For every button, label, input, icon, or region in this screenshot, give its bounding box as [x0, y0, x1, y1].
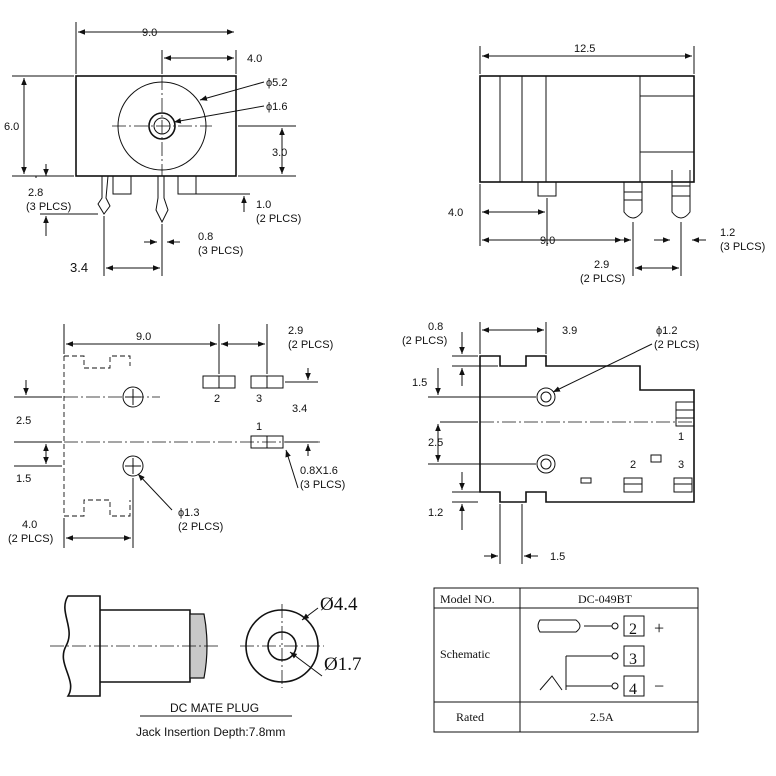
dim-side-pin-width: 1.2	[720, 227, 735, 239]
plug-tip	[189, 613, 208, 679]
pcb-dim-15: 1.5	[16, 473, 31, 485]
table-border	[433, 587, 699, 733]
front-pin-stub	[112, 175, 132, 195]
dim-side-offset: 4.0	[448, 207, 463, 219]
dim-side-pin-width-note: (3 PLCS)	[720, 241, 765, 253]
dim-pin-width: 1.0	[256, 199, 271, 211]
dim-pin-thickness: 0.8	[198, 231, 213, 243]
mate-plug: Ø4.4 Ø1.7 DC MATE PLUG Jack Insertion De…	[50, 594, 361, 739]
dim-pin-width-note: (2 PLCS)	[256, 213, 301, 225]
pcb-dim-25: 2.5	[16, 415, 31, 427]
dim-side-pin-space: 2.9	[594, 259, 609, 271]
pcb-pad-size: 0.8X1.6	[300, 465, 338, 477]
pcb-hole-dia: ϕ1.3	[178, 507, 199, 519]
dim-side-span: 9.0	[540, 235, 555, 247]
terminal-2: 2	[629, 621, 637, 638]
dim-outer-diameter: ϕ5.2	[266, 77, 287, 89]
side-view: 12.5 4.0 9.0 1.2 (3 PLCS) 2.9 (2 PLCS)	[448, 43, 765, 285]
pcb-pad-gap-note: (2 PLCS)	[288, 339, 333, 351]
pcb-pad-row: 3.4	[292, 403, 307, 415]
bottom-hole-note: (2 PLCS)	[654, 339, 699, 351]
bottom-view: 0.8 (2 PLCS) 3.9 ϕ1.2 (2 PLCS) 1.5 2.5 1…	[402, 321, 699, 564]
front-pin-stub	[177, 175, 197, 195]
bottom-pin-1	[675, 401, 695, 427]
terminal-3: 3	[629, 651, 637, 668]
plug-caption: DC MATE PLUG	[170, 701, 259, 715]
bottom-dim-15b: 1.5	[550, 551, 565, 563]
bottom-dim-25: 2.5	[428, 437, 443, 449]
bottom-pin-2	[623, 477, 643, 493]
minus-sign: −	[654, 676, 664, 696]
pcb-pad-gap: 2.9	[288, 325, 303, 337]
schematic-spring	[539, 675, 563, 691]
dim-pin-length-note: (3 PLCS)	[26, 201, 71, 213]
bottom-offset: 3.9	[562, 325, 577, 337]
side-post	[537, 181, 557, 197]
table-model-label: Model NO.	[440, 592, 495, 606]
dim-pin-length: 2.8	[28, 187, 43, 199]
schematic-pin	[537, 619, 581, 633]
side-step	[639, 95, 695, 153]
footprint-outline	[63, 355, 131, 517]
pcb-pad-label-1: 1	[256, 421, 262, 433]
dim-front-height: 6.0	[4, 121, 19, 133]
pcb-pad-size-note: (3 PLCS)	[300, 479, 345, 491]
pcb-left-note: (2 PLCS)	[8, 533, 53, 545]
bottom-body	[479, 355, 695, 503]
table-schematic-label: Schematic	[440, 647, 490, 661]
bottom-pin-label-2: 2	[630, 459, 636, 471]
pcb-pad-label-3: 3	[256, 393, 262, 405]
bottom-hole	[536, 454, 556, 474]
front-view: 9.0 4.0 ϕ5.2 ϕ1.6 6.0 3.0 2.8 (3 PLCS) 1…	[4, 22, 301, 276]
side-pin	[623, 182, 643, 219]
dim-front-width: 9.0	[142, 27, 157, 39]
plug-inner-diameter: Ø1.7	[324, 654, 361, 675]
pcb-layout: 9.0 2.9 (2 PLCS) 3.4 2.5 1.5 2 3 1 0.8X1…	[8, 324, 345, 548]
plug-insertion-depth: Jack Insertion Depth:7.8mm	[136, 725, 285, 739]
dim-pin-thickness-note: (3 PLCS)	[198, 245, 243, 257]
dim-front-offset: 4.0	[247, 53, 262, 65]
bottom-hole-dia: ϕ1.2	[656, 325, 677, 337]
dim-side-pin-space-note: (2 PLCS)	[580, 273, 625, 285]
dim-center-height: 3.0	[272, 147, 287, 159]
plug-handle	[62, 595, 101, 697]
plus-sign: +	[654, 618, 664, 638]
dim-pin-spacing: 3.4	[70, 260, 88, 275]
front-body	[75, 75, 237, 177]
spec-table: Model NO. DC-049BT Schematic Rated 2.5A …	[433, 587, 699, 733]
bottom-dim-15: 1.5	[412, 377, 427, 389]
bottom-notch: 0.8	[428, 321, 443, 333]
plug-outer-diameter: Ø4.4	[320, 594, 358, 615]
side-pin	[671, 170, 691, 219]
terminal-4: 4	[629, 681, 637, 698]
pcb-left-dim: 4.0	[22, 519, 37, 531]
bottom-pin-3	[673, 477, 693, 493]
front-pin-center	[155, 176, 169, 224]
bottom-dim-12: 1.2	[428, 507, 443, 519]
bottom-notch-note: (2 PLCS)	[402, 335, 447, 347]
dim-side-length: 12.5	[574, 43, 595, 55]
bottom-pin-label-3: 3	[678, 459, 684, 471]
pcb-hole-note: (2 PLCS)	[178, 521, 223, 533]
side-body	[479, 75, 695, 183]
pcb-width: 9.0	[136, 331, 151, 343]
front-pin-left	[97, 175, 111, 215]
bottom-hole	[536, 387, 556, 407]
dim-pin-diameter: ϕ1.6	[266, 101, 287, 113]
table-rated-value: 2.5A	[590, 710, 614, 724]
pcb-hole	[122, 455, 144, 477]
pcb-pad-label-2: 2	[214, 393, 220, 405]
table-rated-label: Rated	[456, 710, 484, 724]
table-model-value: DC-049BT	[578, 592, 633, 606]
bottom-pin-label-1: 1	[678, 431, 684, 443]
